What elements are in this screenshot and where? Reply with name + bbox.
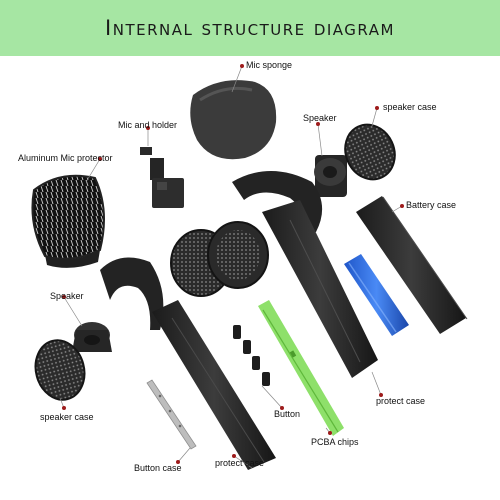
battery-part — [344, 254, 409, 336]
center-frame-part — [232, 171, 378, 378]
label-mic-sponge: Mic sponge — [246, 60, 293, 70]
diagram-title: Internal structure diagram — [105, 16, 395, 40]
leader-dots — [62, 64, 404, 464]
speaker-case-left-part — [34, 339, 86, 401]
button-case-part — [146, 379, 197, 450]
label-protect-case-bottom: protect case — [215, 458, 265, 468]
battery-case-part — [356, 196, 468, 334]
speaker-case-top-part — [344, 123, 396, 181]
aluminum-protector-part — [31, 174, 105, 268]
label-aluminum-protector: Aluminum Mic protector — [18, 153, 113, 163]
buttons-part — [233, 325, 270, 386]
leader-lines — [59, 65, 403, 469]
label-button-case: Button case — [134, 463, 182, 473]
label-battery-case: Battery case — [406, 200, 457, 210]
left-body-part — [100, 257, 276, 470]
label-speaker-top: Speaker — [303, 113, 337, 123]
label-speaker-left: Speaker — [50, 291, 84, 301]
label-protect-case-right: protect case — [376, 396, 426, 406]
label-speaker-case-left: speaker case — [40, 412, 94, 422]
label-button: Button — [274, 409, 301, 419]
label-pcba-chips: PCBA chips — [311, 437, 359, 447]
label-speaker-case-top: speaker case — [383, 102, 437, 112]
speaker-top-part — [314, 155, 347, 197]
speaker-left-part — [72, 322, 112, 352]
center-discs-part — [170, 221, 269, 297]
pcba-part — [258, 300, 344, 436]
label-mic-holder: Mic and holder — [118, 120, 178, 130]
title-banner: Internal structure diagram — [0, 0, 500, 56]
mic-holder-part — [140, 147, 184, 208]
mic-sponge-part — [190, 80, 277, 160]
